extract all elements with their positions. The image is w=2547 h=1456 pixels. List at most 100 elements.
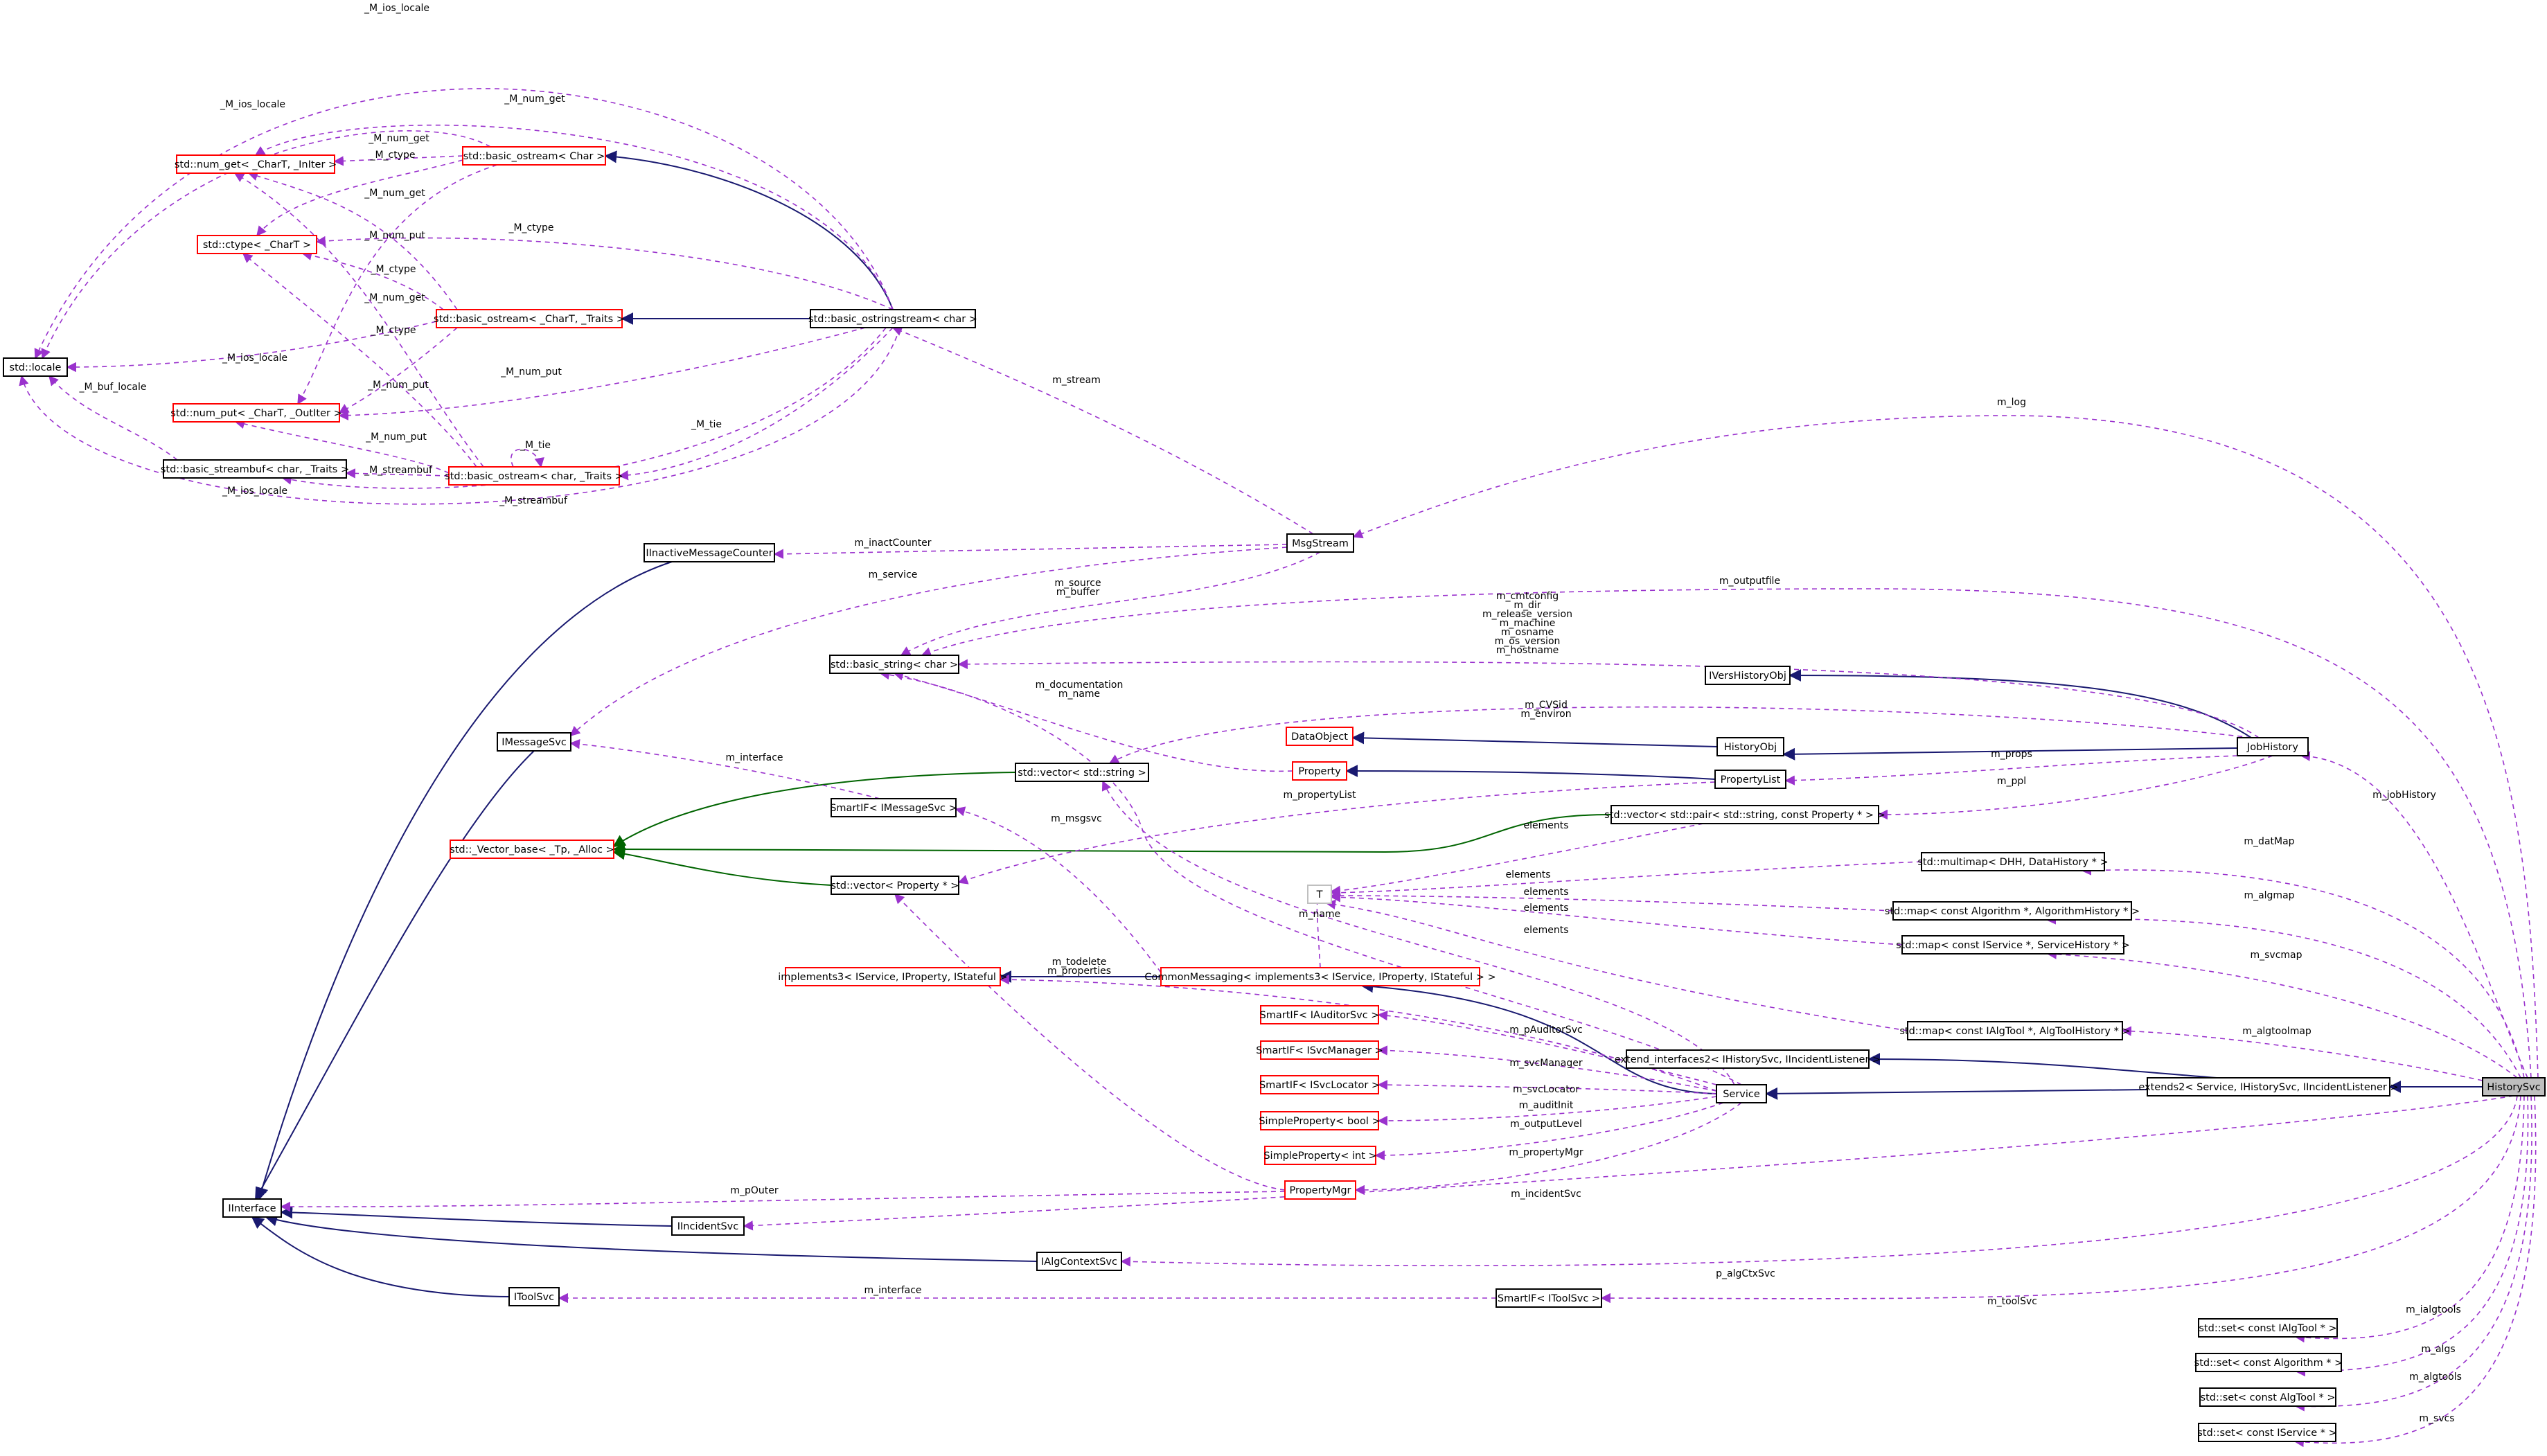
edge-label-streambuf-1: _M_streambuf xyxy=(364,465,433,476)
class-node-label: extend_interfaces2< IHistorySvc, IIncide… xyxy=(1615,1054,1881,1065)
class-node-box xyxy=(1496,1288,1602,1308)
class-node-label: std::basic_ostringstream< char > xyxy=(808,314,977,325)
class-node-iincidentsvc[interactable]: IIncidentSvc xyxy=(671,1216,745,1236)
class-node-box xyxy=(1292,761,1347,781)
edge-label-num-get-2: _M_num_get xyxy=(364,188,425,199)
class-node-ialgcontextsvc[interactable]: IAlgContextSvc xyxy=(1036,1252,1122,1271)
class-node-iinactive[interactable]: IInactiveMessageCounter xyxy=(644,543,775,562)
class-node-label: std::set< const IService * > xyxy=(2197,1428,2337,1439)
class-node-vec-string[interactable]: std::vector< std::string > xyxy=(1015,763,1149,782)
class-node-label: std::basic_ostream< _CharT, _Traits > xyxy=(434,314,625,325)
class-node-itoolsvc[interactable]: IToolSvc xyxy=(508,1287,560,1306)
class-node-smartif-toolsvc[interactable]: SmartIF< IToolSvc > xyxy=(1496,1288,1602,1308)
class-node-smartif-svcloc[interactable]: SmartIF< ISvcLocator > xyxy=(1259,1075,1380,1094)
class-node-box xyxy=(2198,1423,2336,1442)
class-node-bos-chart-traits[interactable]: std::basic_ostream< _CharT, _Traits > xyxy=(434,309,625,328)
class-node-propertylist[interactable]: PropertyList xyxy=(1714,770,1786,789)
class-node-set-iservice[interactable]: std::set< const IService * > xyxy=(2197,1423,2337,1442)
edge-label-m-algtools: m_algtools xyxy=(2409,1371,2462,1383)
class-node-label: T xyxy=(1316,889,1323,900)
class-node-set-algorithm[interactable]: std::set< const Algorithm * > xyxy=(2194,1353,2343,1372)
class-node-map-alg[interactable]: std::map< const Algorithm *, AlgorithmHi… xyxy=(1885,901,2140,921)
class-node-multimap[interactable]: std::multimap< DHH, DataHistory * > xyxy=(1917,852,2109,871)
class-node-simpleprop-bool[interactable]: SimpleProperty< bool > xyxy=(1259,1111,1381,1130)
class-node-basic-string[interactable]: std::basic_string< char > xyxy=(829,655,959,674)
class-node-label: std::multimap< DHH, DataHistory * > xyxy=(1917,857,2108,868)
class-node-box xyxy=(1284,1180,1356,1200)
usage-ostringstream-locale-top xyxy=(34,88,894,359)
edge-label-elements-4: elements xyxy=(1523,903,1568,914)
class-node-commonmsg[interactable]: CommonMessaging< implements3< IService, … xyxy=(1144,967,1496,986)
class-node-bos-char[interactable]: std::basic_ostream< Char > xyxy=(462,146,606,166)
class-node-historysvc[interactable]: HistorySvc xyxy=(2482,1077,2546,1097)
class-node-extend-if2[interactable]: extend_interfaces2< IHistorySvc, IIncide… xyxy=(1615,1049,1881,1069)
class-node-num-get[interactable]: std::num_get< _CharT, _InIter > xyxy=(175,154,337,174)
edge-label-buf-locale: _M_buf_locale xyxy=(78,382,146,393)
class-node-label: PropertyMgr xyxy=(1289,1185,1351,1196)
usage-map-tool-T xyxy=(1325,899,1908,1031)
class-node-implements3[interactable]: implements3< IService, IProperty, IState… xyxy=(778,967,1008,986)
edge-label-num-put-4: _M_num_put xyxy=(365,432,427,443)
class-node-vec-prop[interactable]: std::vector< Property * > xyxy=(831,876,959,895)
class-node-label: IAlgContextSvc xyxy=(1041,1257,1117,1268)
class-node-imessagesvc[interactable]: IMessageSvc xyxy=(497,732,571,752)
class-node-label: SmartIF< ISvcLocator > xyxy=(1259,1080,1380,1091)
edge-label-m-stream: m_stream xyxy=(1052,375,1101,386)
class-node-vec-pair[interactable]: std::vector< std::pair< std::string, con… xyxy=(1604,805,1885,824)
class-node-label: IMessageSvc xyxy=(502,737,567,748)
class-node-map-tool[interactable]: std::map< const IAlgTool *, AlgToolHisto… xyxy=(1899,1021,2131,1040)
edge-label-num-put-2: _M_num_put xyxy=(500,366,562,378)
class-node-label: SmartIF< ISvcManager > xyxy=(1256,1045,1383,1056)
usage-bos-chart-traits-locale xyxy=(66,321,437,373)
class-node-service[interactable]: Service xyxy=(1716,1084,1767,1103)
edge-label-ios-locale-3: _M_ios_locale xyxy=(222,353,287,364)
inherit-service-commonmsg xyxy=(1360,980,1717,1094)
class-node-smartif-auditor[interactable]: SmartIF< IAuditorSvc > xyxy=(1260,1005,1380,1024)
class-node-propertymgr[interactable]: PropertyMgr xyxy=(1284,1180,1356,1200)
class-node-ctype[interactable]: std::ctype< _CharT > xyxy=(197,235,317,254)
class-node-box xyxy=(1921,852,2105,871)
class-node-box xyxy=(163,459,347,479)
usage-bos-chart-traits-num-put xyxy=(338,327,458,414)
class-node-num-put[interactable]: std::num_put< _CharT, _OutIter > xyxy=(170,403,342,423)
class-node-set-algtool[interactable]: std::set< const AlgTool * > xyxy=(2199,1387,2336,1407)
class-node-extends2[interactable]: extends2< Service, IHistorySvc, IInciden… xyxy=(2138,1077,2399,1097)
class-node-box xyxy=(1264,1146,1376,1165)
edge-label-streambuf-2: _M_streambuf xyxy=(499,495,568,506)
class-node-box xyxy=(2237,737,2309,756)
edge-label-m-name: m_name xyxy=(1299,909,1340,920)
class-node-ivers[interactable]: IVersHistoryObj xyxy=(1705,666,1791,685)
class-node-smartif-svcmgr[interactable]: SmartIF< ISvcManager > xyxy=(1256,1040,1383,1060)
usage-smartif-msgsvc-imessagesvc xyxy=(569,739,880,799)
edge-label-m-propertymgr: m_propertyMgr xyxy=(1509,1147,1583,1158)
usage-streambuf-locale xyxy=(48,375,178,461)
class-node-map-svc[interactable]: std::map< const IService *, ServiceHisto… xyxy=(1896,935,2130,955)
class-node-simpleprop-int[interactable]: SimpleProperty< int > xyxy=(1263,1146,1377,1165)
class-node-bos-char-traits[interactable]: std::basic_ostream< char, _Traits > xyxy=(445,466,623,486)
class-node-set-ialgtool[interactable]: std::set< const IAlgTool * > xyxy=(2198,1318,2338,1338)
class-node-ostringstream[interactable]: std::basic_ostringstream< char > xyxy=(808,309,977,328)
usage-ostringstream-num-get-top xyxy=(254,124,894,310)
class-node-jobhistory[interactable]: JobHistory xyxy=(2237,737,2309,756)
template-vec-string-vector-base xyxy=(612,772,1016,847)
edge-label-m-propertylist: m_propertyList xyxy=(1283,790,1356,801)
class-node-iinterface[interactable]: IInterface xyxy=(222,1198,282,1218)
class-node-box xyxy=(2195,1353,2342,1372)
class-node-T[interactable]: T xyxy=(1307,885,1332,904)
class-node-msgstream[interactable]: MsgStream xyxy=(1286,533,1354,553)
class-node-label: SmartIF< IToolSvc > xyxy=(1498,1293,1600,1304)
class-node-dataobject[interactable]: DataObject xyxy=(1286,727,1354,746)
class-node-streambuf[interactable]: std::basic_streambuf< char, _Traits > xyxy=(161,459,349,479)
class-node-vector-base[interactable]: std::_Vector_base< _Tp, _Alloc > xyxy=(450,840,614,859)
class-node-property[interactable]: Property xyxy=(1292,761,1347,781)
class-node-smartif-msgsvc[interactable]: SmartIF< IMessageSvc > xyxy=(830,798,957,817)
edge-label-m-algs: m_algs xyxy=(2421,1344,2455,1355)
class-node-label: std::num_put< _CharT, _OutIter > xyxy=(170,408,341,419)
class-node-locale[interactable]: std::locale xyxy=(3,357,68,377)
class-node-label: IToolSvc xyxy=(514,1292,554,1303)
edge-labels-layer: _M_ios_locale_M_ios_locale_M_num_get_M_n… xyxy=(78,3,2461,1424)
edge-label-m-interface-msg: m_interface xyxy=(725,752,783,763)
edge-label-m-toolsvc: m_toolSvc xyxy=(1987,1296,2037,1307)
class-node-box xyxy=(831,876,959,895)
class-node-historyobj[interactable]: HistoryObj xyxy=(1716,737,1784,756)
